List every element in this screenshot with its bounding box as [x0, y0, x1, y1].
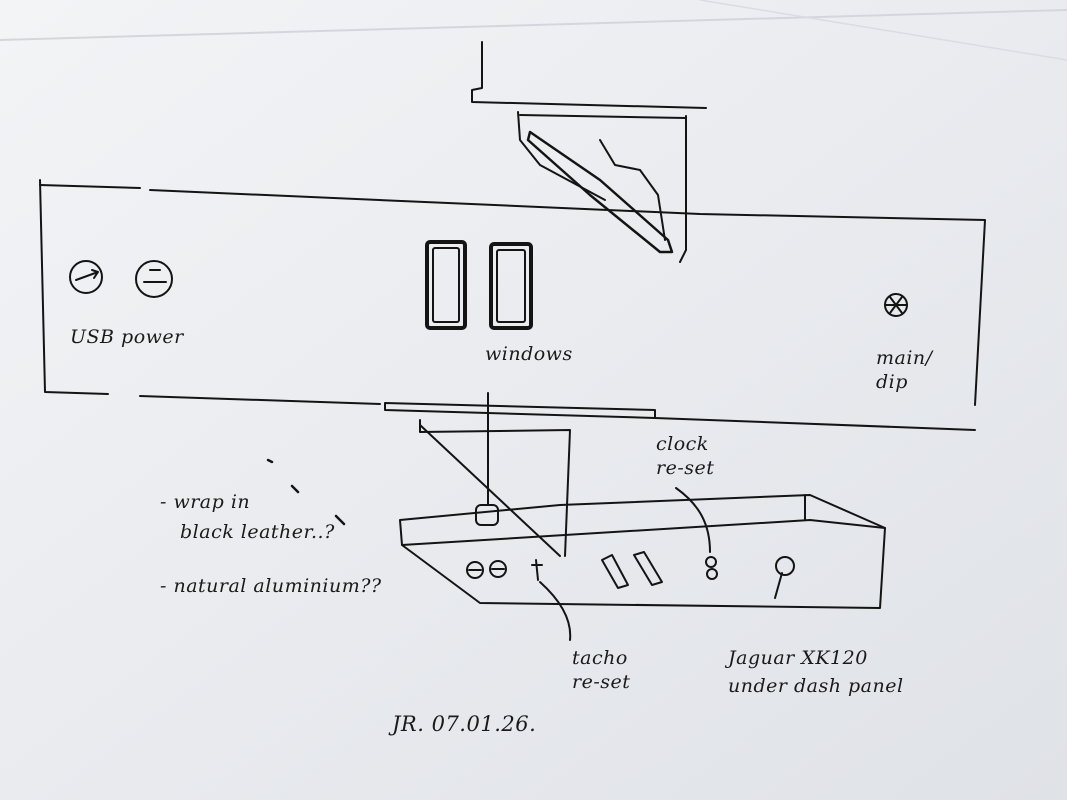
dash-clock-switch [705, 556, 717, 568]
bracket-left-edge [517, 111, 606, 201]
ink-flecks [266, 458, 346, 526]
usb-port-left-symbol [75, 269, 99, 281]
tacho-reset-label-line2: re-set [572, 671, 631, 693]
leather-note-line2: black leather..? [180, 521, 335, 543]
panel-left-edge [39, 179, 109, 395]
window-left [425, 240, 467, 330]
window-right-inner [496, 249, 526, 323]
bracket-right-edge [679, 115, 687, 263]
paper-fold [699, 0, 1067, 61]
aluminium-note: - natural aluminium?? [160, 575, 382, 597]
window-right [489, 242, 533, 330]
bracket-flap [519, 114, 687, 119]
lower-bracket-diagonal [419, 424, 561, 557]
usb-power-label: USB power [70, 326, 184, 348]
bracket-arm [526, 130, 674, 254]
main-dip-label-line2: dip [876, 371, 908, 393]
dash-window-left [601, 554, 629, 589]
dash-main-dip-switch [775, 556, 795, 576]
dash-tacho-switch [531, 559, 543, 581]
windows-label: windows [485, 343, 573, 365]
clock-reset-label-line1: clock [656, 433, 709, 455]
panel-bottom-edge [139, 395, 381, 405]
usb-port-left [69, 260, 103, 294]
panel-caption-line2: under dash panel [728, 675, 904, 697]
lower-bracket-hook [475, 504, 499, 526]
dash-usb-right [489, 560, 507, 578]
leather-note-line1: - wrap in [160, 491, 251, 513]
usb-port-right [135, 260, 173, 298]
signature: JR. 07.01.26. [392, 712, 537, 736]
panel-top-right-edge [149, 189, 986, 406]
dash-usb-left [466, 561, 484, 579]
panel-caption-line1: Jaguar XK120 [728, 647, 868, 669]
paper-fold [0, 9, 1067, 41]
dash-main-dip-lever [774, 572, 783, 599]
clock-leader [675, 487, 711, 553]
dash-panel-outline [399, 494, 886, 609]
clock-reset-label-line2: re-set [656, 457, 715, 479]
dash-clock-switch-base [706, 568, 718, 580]
tacho-leader [539, 581, 572, 641]
panel-top-edge [39, 184, 141, 189]
tacho-reset-label-line1: tacho [572, 647, 628, 669]
panel-bottom-right-edge [654, 417, 976, 431]
bracket-arm-edge [599, 139, 666, 241]
usb-port-right-symbol [143, 269, 167, 283]
main-dip-switch-mark [884, 296, 908, 314]
dash-window-right [633, 551, 663, 586]
main-dip-label-line1: main/ [876, 347, 933, 369]
dash-panel-fold [401, 519, 886, 546]
bracket-top-line [471, 41, 707, 109]
window-left-inner [432, 247, 460, 323]
panel-slot [384, 402, 656, 419]
